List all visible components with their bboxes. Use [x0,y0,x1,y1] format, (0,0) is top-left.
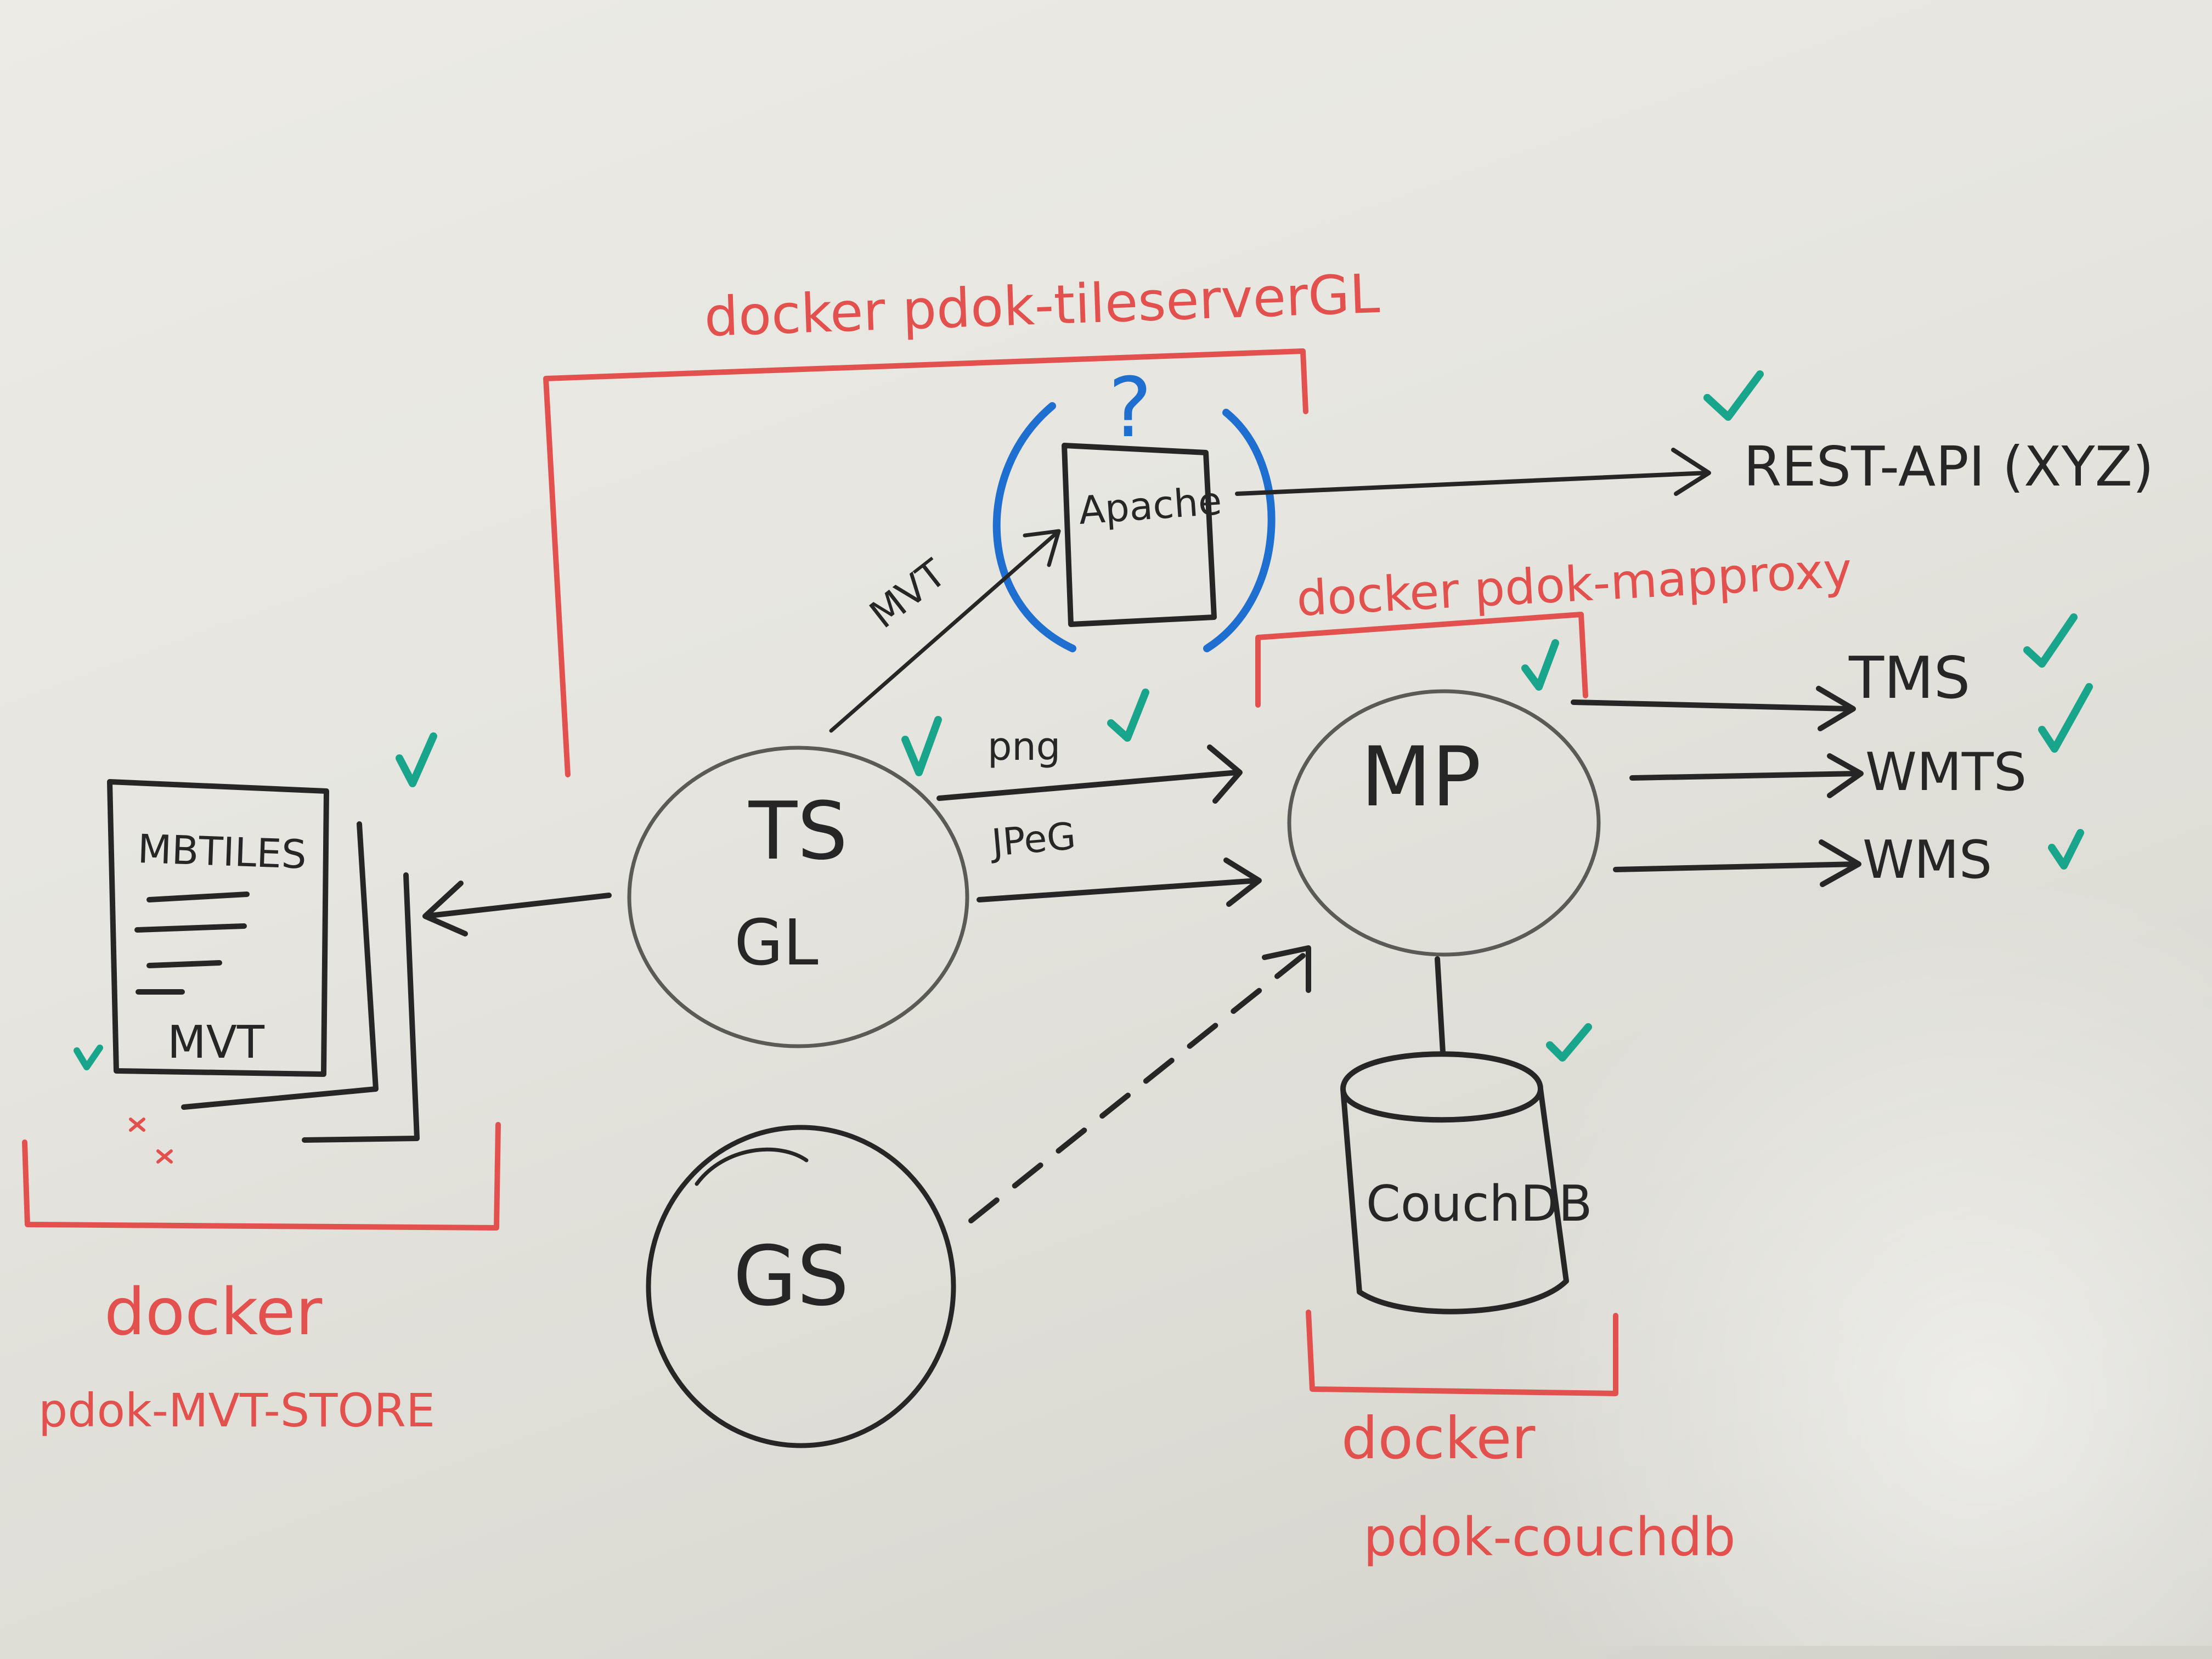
whiteboard-glare [1444,823,2212,1646]
check-tms-icon [2023,613,2078,668]
output-wms: WMS [1863,830,1992,890]
edge-label-jpeg: JPeG [988,815,1077,865]
mvt-store-docker-bracket [22,1122,501,1231]
arrow-ts-to-mbtiles [422,881,612,936]
mvt-store-docker-label: docker [104,1274,323,1350]
mbtiles-line-3 [146,960,222,968]
check-mbtiles-icon [396,732,437,787]
output-tms: TMS [1848,645,1970,712]
arrow-ts-to-mp-jpeg [977,857,1262,907]
apache-right-paren [1203,409,1276,652]
tileserver-node[interactable] [627,746,969,1048]
couchdb-container-name: pdok-couchdb [1363,1506,1736,1568]
mapproxy-docker-bracket [1255,612,1588,708]
mbtiles-red-cross-1 [129,1118,145,1132]
arrow-ts-to-apache [829,529,1061,733]
arrow-gs-to-mp-head [1262,945,1311,993]
couchdb-label: CouchDB [1366,1175,1593,1233]
tileserver-docker-bracket [543,348,1308,777]
check-mp-icon [1521,639,1559,691]
check-rest-icon [1703,370,1764,421]
apache-left-paren [992,402,1076,652]
output-rest-api: REST-API (XYZ) [1743,435,2154,499]
tileserver-docker-label: docker pdok-tileserverGL [703,263,1381,349]
mbtiles-red-cross-2 [156,1149,173,1164]
geoserver-scribble [695,1147,809,1186]
check-ts-icon [901,716,942,776]
couchdb-node[interactable] [1340,1051,1569,1314]
mbtiles-page-middle [181,821,379,1110]
mapproxy-node[interactable] [1287,689,1601,957]
couchdb-docker-label: docker [1341,1405,1536,1472]
mbtiles-title: MBTILES [137,826,307,878]
check-couchdb-icon [1546,1023,1592,1062]
arrow-mp-to-tms [1571,686,1856,731]
arrow-mp-to-wms [1613,839,1861,887]
geoserver-label: GS [733,1229,849,1324]
apache-label: Apache [1077,478,1223,533]
edge-label-mvt: MVT [861,551,955,637]
check-wms-icon [2048,829,2084,870]
mbtiles-line-2 [134,923,247,933]
output-wmts: WMTS [1865,742,2027,803]
check-wmts-icon [2038,683,2093,753]
line-mp-to-couchdb [1435,956,1446,1055]
check-png-icon [1107,689,1149,742]
mbtiles-page-back [302,872,420,1143]
edge-label-png: png [988,724,1060,769]
arrow-ts-to-mp-png [936,744,1243,804]
arrow-apache-to-rest [1235,448,1711,496]
couchdb-docker-bracket [1306,1310,1618,1396]
mbtiles-page-front [107,779,329,1077]
mapproxy-label: MP [1361,730,1481,825]
apache-question-mark: ? [1108,360,1152,456]
arrow-gs-to-mp-dashed [968,951,1308,1223]
tileserver-label-1: TS [748,785,848,878]
tileserver-label-2: GL [734,906,818,980]
arrow-mp-to-wmts [1629,753,1864,798]
mbtiles-content: MVT [167,1017,265,1069]
check-mbtiles-small-icon [74,1045,103,1070]
mbtiles-line-1 [146,891,250,902]
apache-node[interactable] [1062,443,1217,627]
geoserver-node[interactable] [646,1125,956,1448]
mvt-store-container-name: pdok-MVT-STORE [38,1384,435,1437]
